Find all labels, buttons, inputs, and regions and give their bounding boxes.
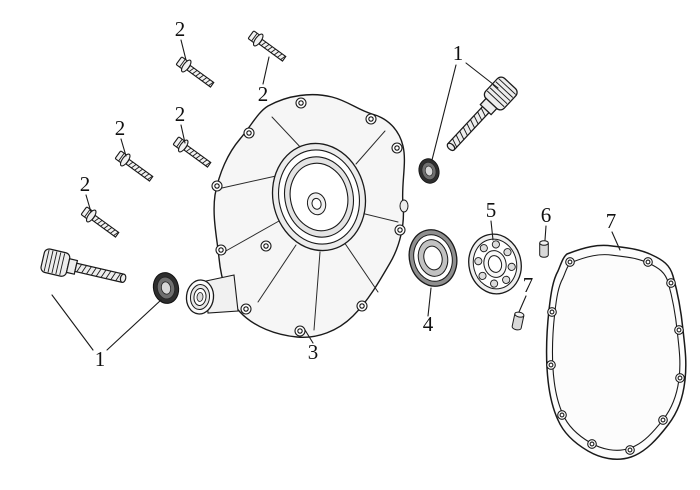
callout-labels: 2 2 2 2 2 1 1 3 4 5 6 7 7 bbox=[80, 17, 617, 371]
leader-line bbox=[262, 56, 270, 85]
gasket bbox=[545, 244, 687, 460]
callout-gasket: 7 bbox=[606, 209, 617, 233]
cover-side-boss bbox=[399, 199, 409, 213]
callout-dipstick-lower: 1 bbox=[95, 347, 106, 371]
dowel-pin-upper bbox=[539, 240, 549, 258]
bearing-balls bbox=[474, 240, 516, 288]
leader-line bbox=[518, 295, 527, 313]
callout-dowel-pin-upper: 6 bbox=[541, 203, 552, 227]
leader-lines bbox=[51, 39, 621, 351]
leader-line bbox=[427, 287, 432, 317]
callout-bolt-5: 2 bbox=[80, 172, 91, 196]
cover-ribs bbox=[221, 116, 399, 331]
callout-oil-seal: 4 bbox=[423, 312, 434, 336]
cover-oil-filler-neck bbox=[185, 274, 239, 315]
leader-line bbox=[304, 329, 314, 344]
callout-dipstick-upper: 1 bbox=[453, 41, 464, 65]
leader-line bbox=[490, 220, 494, 241]
callout-crankcase-cover: 3 bbox=[308, 340, 319, 364]
leader-line bbox=[611, 231, 621, 251]
oil-seal bbox=[408, 229, 458, 287]
leader-line bbox=[120, 138, 127, 157]
ball-bearing bbox=[468, 233, 522, 295]
leader-line bbox=[544, 225, 547, 241]
leader-line bbox=[51, 294, 94, 351]
leader-line bbox=[106, 299, 162, 351]
leader-line bbox=[180, 124, 186, 144]
callout-bolt-3: 2 bbox=[115, 116, 126, 140]
leader-line bbox=[465, 62, 499, 89]
crankcase-cover bbox=[185, 93, 409, 338]
callout-bolt-4: 2 bbox=[175, 102, 186, 126]
leader-line bbox=[85, 194, 92, 213]
cover-bearing-bore bbox=[271, 142, 367, 252]
callout-bolt-2: 2 bbox=[258, 82, 269, 106]
callout-bolt-1: 2 bbox=[175, 17, 186, 41]
leader-line bbox=[180, 39, 187, 61]
callout-dowel-pin-lower: 7 bbox=[523, 273, 534, 297]
callout-ball-bearing: 5 bbox=[486, 198, 497, 222]
dowel-pin-lower bbox=[511, 311, 525, 331]
leader-line bbox=[431, 64, 457, 161]
